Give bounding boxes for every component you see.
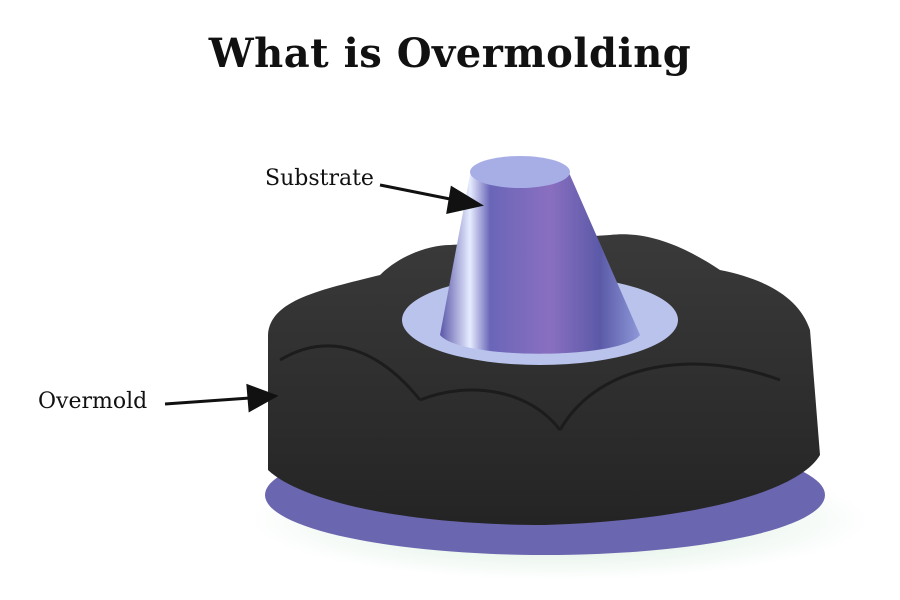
substrate-cone <box>440 163 640 354</box>
substrate-arrow-icon <box>379 183 484 214</box>
overmold-knob <box>268 234 820 526</box>
overmold-arrow-icon <box>164 383 279 413</box>
substrate-label: Substrate <box>265 166 374 191</box>
page-title: What is Overmolding <box>208 30 692 77</box>
overmold-label: Overmold <box>38 389 148 414</box>
